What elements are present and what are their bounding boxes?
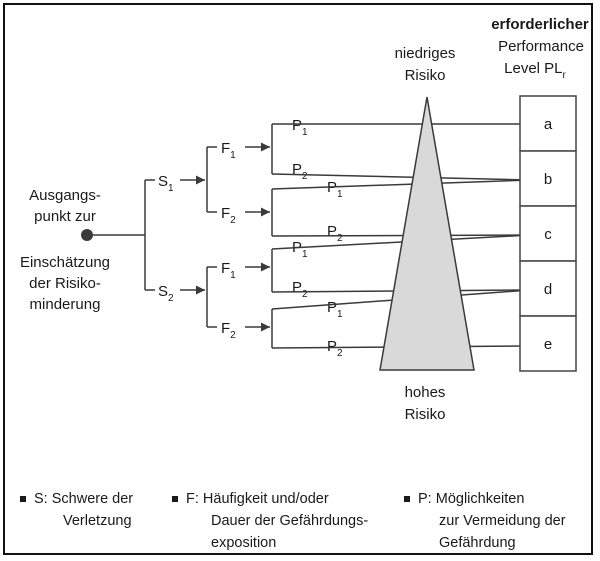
bullet-icon bbox=[404, 496, 410, 503]
legend-s: S: Schwere der Verletzung bbox=[20, 488, 133, 532]
pl-level-d: d bbox=[544, 281, 552, 298]
legend-s-line1: Schwere der bbox=[51, 491, 134, 507]
p1-label-4: P1 bbox=[327, 299, 343, 320]
pl-level-b: b bbox=[544, 171, 552, 188]
p1-label-2: P1 bbox=[327, 179, 343, 200]
pl-header-line2: Performance bbox=[498, 38, 584, 55]
high-risk-label-2: Risiko bbox=[405, 406, 446, 423]
legend-f-line2: Dauer der Gefährdungs- bbox=[211, 513, 369, 529]
s2-label: S2 bbox=[158, 283, 174, 304]
legend-p-line1: Möglichkeiten bbox=[435, 491, 525, 507]
legend-p-key: P: bbox=[418, 491, 432, 507]
legend-s-line2: Verletzung bbox=[63, 513, 132, 529]
p1-label-3: P1 bbox=[292, 239, 308, 260]
pl-boxes bbox=[519, 95, 577, 372]
pl-box-e bbox=[519, 315, 577, 372]
legend-s-key: S: bbox=[34, 491, 48, 507]
legend-p: P: Möglichkeiten zur Vermeidung der Gefä… bbox=[404, 488, 566, 554]
f1-label-upper: F1 bbox=[221, 140, 236, 161]
figure-frame bbox=[3, 3, 593, 555]
p2-label-4: P2 bbox=[327, 338, 343, 359]
start-label-2: punkt zur bbox=[34, 208, 96, 225]
pl-header-line1: erforderlicher bbox=[491, 16, 589, 33]
start-label-3: Einschätzung bbox=[20, 254, 110, 271]
legend-p-line2: zur Vermeidung der bbox=[439, 513, 566, 529]
start-label-5: minderung bbox=[30, 296, 101, 313]
bullet-icon bbox=[20, 496, 26, 503]
pl-header-line3: Level PLr bbox=[504, 60, 566, 81]
low-risk-label-1: niedriges bbox=[395, 45, 456, 62]
high-risk-label-1: hohes bbox=[405, 384, 446, 401]
legend-f-line1: Häufigkeit und/oder bbox=[202, 491, 329, 507]
pl-level-c: c bbox=[544, 226, 552, 243]
p1-label-1: P1 bbox=[292, 117, 308, 138]
pl-box-c bbox=[519, 205, 577, 262]
start-label-1: Ausgangs- bbox=[29, 187, 101, 204]
f2-label-lower: F2 bbox=[221, 320, 236, 341]
start-node bbox=[81, 229, 93, 241]
legend-f: F: Häufigkeit und/oder Dauer der Gefährd… bbox=[172, 488, 368, 554]
risk-triangle bbox=[379, 96, 475, 371]
legend-p-line3: Gefährdung bbox=[439, 535, 516, 551]
p2-label-3: P2 bbox=[292, 279, 308, 300]
legend-f-line3: exposition bbox=[211, 535, 277, 551]
start-label-4: der Risiko- bbox=[29, 275, 101, 292]
s1-label: S1 bbox=[158, 173, 174, 194]
low-risk-label-2: Risiko bbox=[405, 67, 446, 84]
p2-label-2: P2 bbox=[327, 223, 343, 244]
f1-label-lower: F1 bbox=[221, 260, 236, 281]
pl-level-a: a bbox=[544, 116, 553, 133]
bullet-icon bbox=[172, 496, 178, 503]
legend-f-key: F: bbox=[186, 491, 199, 507]
pl-level-e: e bbox=[544, 336, 552, 353]
p2-label-1: P2 bbox=[292, 161, 308, 182]
f2-label-upper: F2 bbox=[221, 205, 236, 226]
